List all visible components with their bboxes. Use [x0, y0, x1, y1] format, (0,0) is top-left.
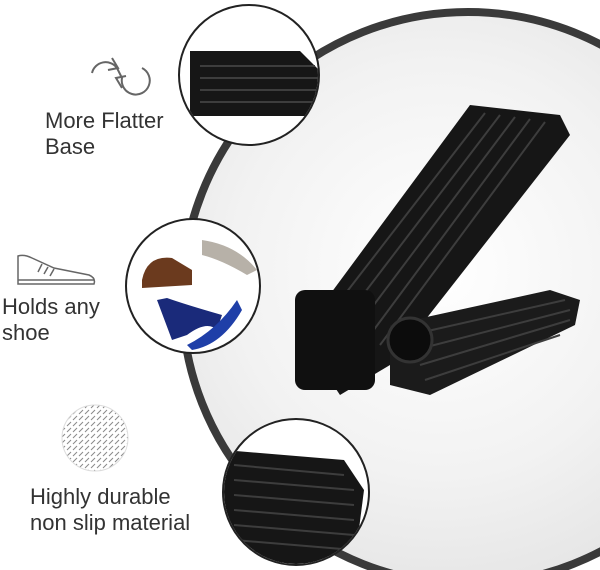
recycle-icon — [82, 48, 152, 98]
shoe-outline-icon — [14, 250, 98, 290]
feature-label-non-slip: Highly durable non slip material — [30, 484, 190, 536]
feature-label-holds-any-shoe: Holds any shoe — [2, 294, 100, 346]
flat-base-detail-image — [178, 4, 320, 146]
label-line: Highly durable — [30, 484, 171, 509]
label-line: shoe — [2, 320, 50, 345]
shoes-detail-image — [125, 218, 261, 354]
textured-surface-icon — [60, 403, 130, 473]
label-line: Base — [45, 134, 96, 159]
label-line: non slip material — [30, 510, 191, 535]
shoe-rack-product — [295, 105, 580, 395]
label-line: Holds any — [2, 294, 100, 319]
label-line: More Flatter — [45, 108, 164, 133]
feature-label-flatter-base: More Flatter Base — [45, 108, 164, 160]
non-slip-detail-image — [222, 418, 370, 566]
